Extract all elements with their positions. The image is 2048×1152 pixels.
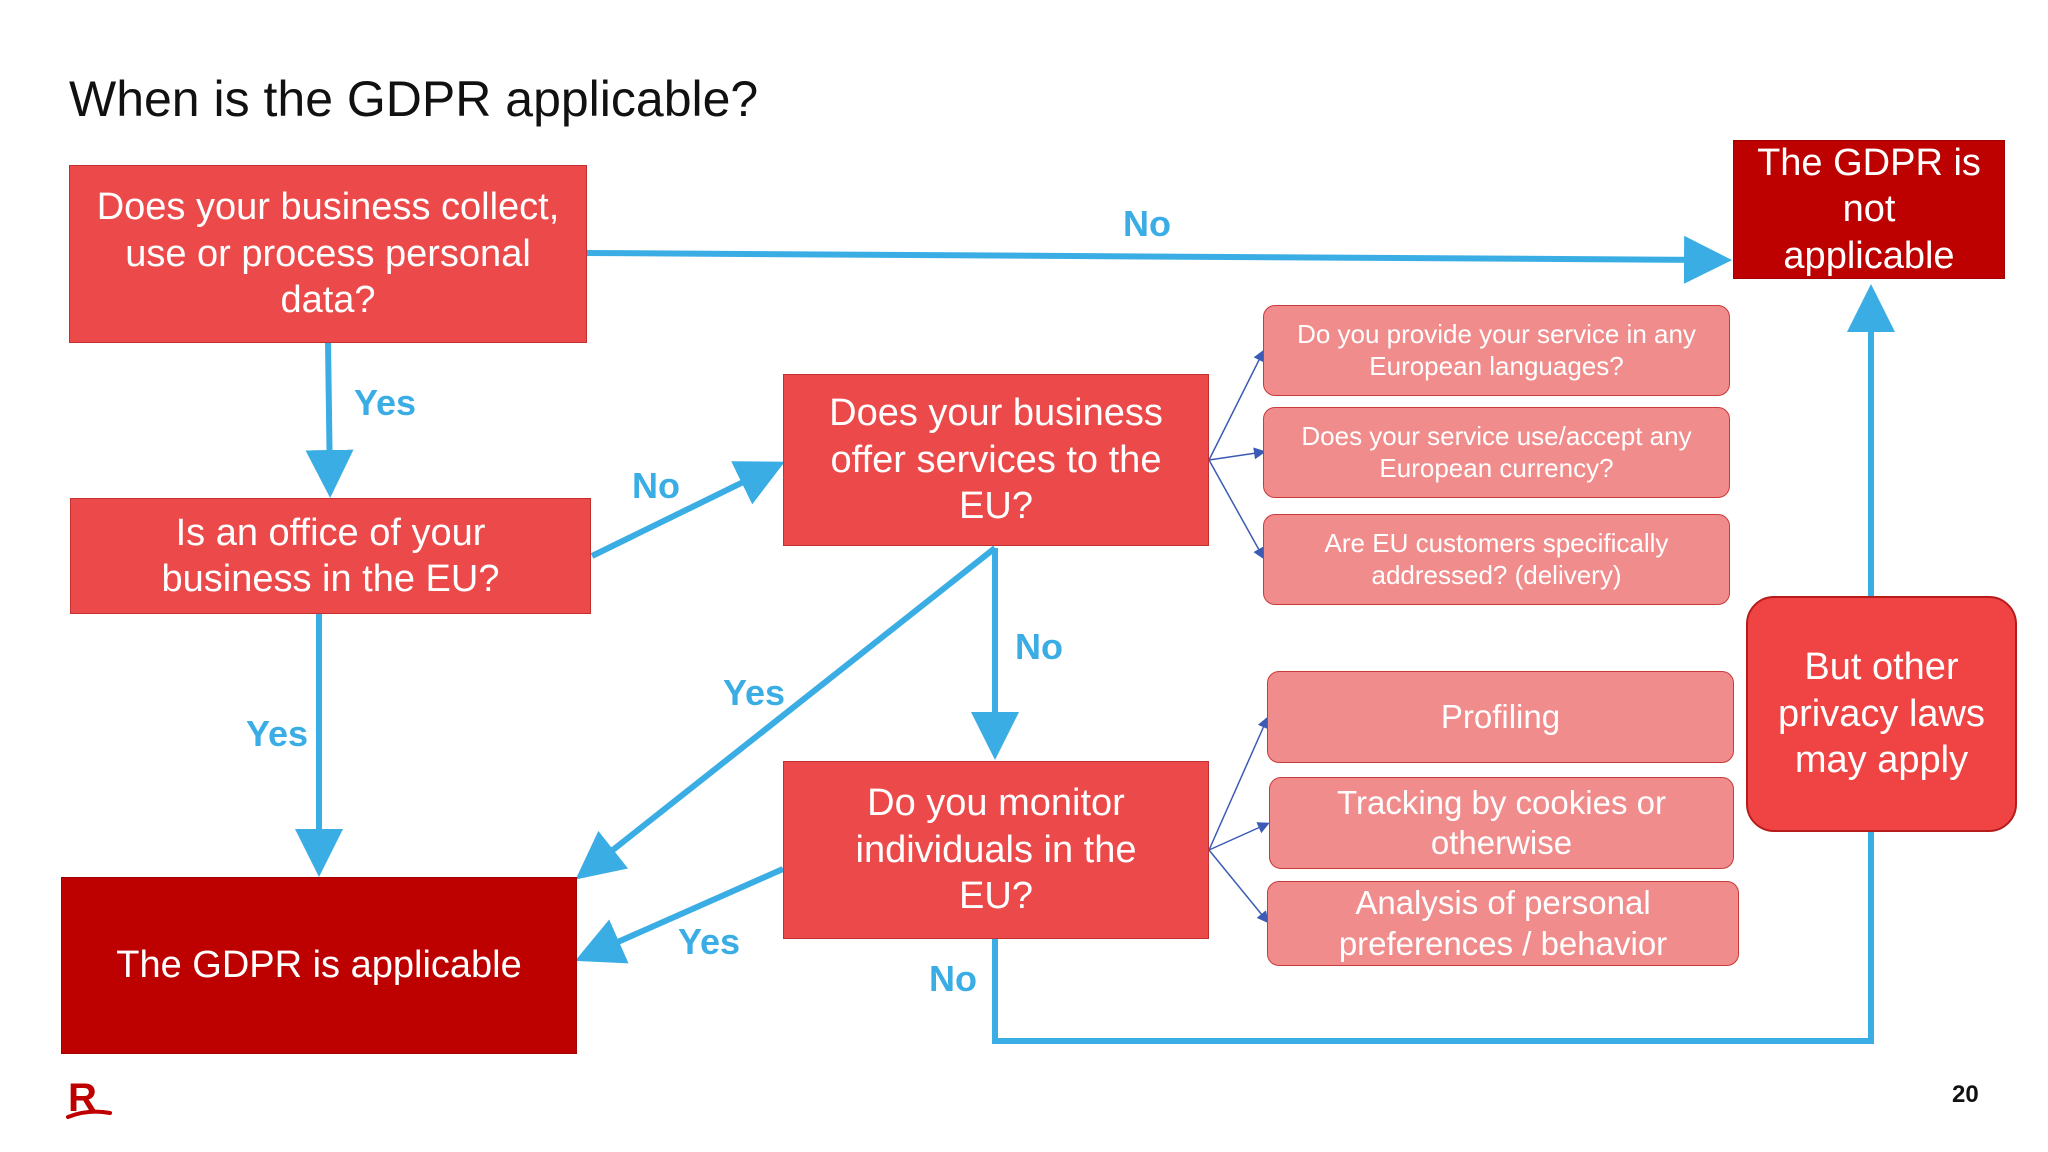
edge-label-offer-no: No xyxy=(1015,626,1063,667)
result-gdpr-not-applicable-text: The GDPR is not applicable xyxy=(1757,141,1981,277)
connector-monitor-criterion-1 xyxy=(1208,716,1269,851)
offer-criterion-currency: Does your service use/accept any Europea… xyxy=(1263,407,1730,498)
question-offer-services-text: Does your business offer services to the… xyxy=(829,392,1163,528)
edge-label-monitor-yes: Yes xyxy=(678,921,741,962)
connector-offer-criterion-1 xyxy=(1208,349,1265,461)
monitor-criterion-profiling-text: Profiling xyxy=(1440,697,1561,735)
monitor-criterion-tracking: Tracking by cookies or otherwise xyxy=(1269,777,1734,869)
arrow-offer-yes xyxy=(575,545,997,880)
monitor-criterion-profiling: Profiling xyxy=(1267,671,1734,763)
arrow-monitor-yes xyxy=(575,866,785,964)
edge-label-monitor-no: No xyxy=(929,958,977,999)
question-monitor-individuals: Do you monitor individuals in the EU? xyxy=(783,761,1209,939)
question-collect-data: Does your business collect, use or proce… xyxy=(69,165,587,343)
result-gdpr-applicable: The GDPR is applicable xyxy=(61,877,577,1054)
result-gdpr-applicable-text: The GDPR is applicable xyxy=(116,944,522,987)
offer-criterion-customers-text: Are EU customers specifically addressed?… xyxy=(1324,527,1669,590)
monitor-criterion-analysis-text: Analysis of personal preferences / behav… xyxy=(1338,884,1668,962)
arrow-office-no xyxy=(590,461,785,559)
offer-criterion-customers: Are EU customers specifically addressed?… xyxy=(1263,514,1730,605)
question-collect-data-text: Does your business collect, use or proce… xyxy=(96,186,560,322)
question-office-in-eu-text: Is an office of your business in the EU? xyxy=(161,511,500,600)
monitor-criterion-analysis: Analysis of personal preferences / behav… xyxy=(1267,881,1739,966)
result-gdpr-not-applicable: The GDPR is not applicable xyxy=(1733,140,2005,279)
offer-criterion-languages: Do you provide your service in any Europ… xyxy=(1263,305,1730,396)
result-other-privacy-laws-text: But other privacy laws may apply xyxy=(1778,646,1985,782)
monitor-criterion-tracking-text: Tracking by cookies or otherwise xyxy=(1337,783,1666,861)
company-logo: R xyxy=(66,1076,112,1120)
connector-offer-criterion-3 xyxy=(1208,459,1265,560)
edge-label-collect-no: No xyxy=(1123,203,1171,244)
edge-label-collect-yes: Yes xyxy=(354,382,417,423)
connector-monitor-criterion-3 xyxy=(1208,849,1269,924)
question-monitor-individuals-text: Do you monitor individuals in the EU? xyxy=(855,782,1137,918)
result-other-privacy-laws: But other privacy laws may apply xyxy=(1746,596,2017,832)
offer-criterion-languages-text: Do you provide your service in any Europ… xyxy=(1297,318,1696,381)
offer-criterion-currency-text: Does your service use/accept any Europea… xyxy=(1301,420,1692,483)
question-office-in-eu: Is an office of your business in the EU? xyxy=(70,498,591,614)
question-offer-services: Does your business offer services to the… xyxy=(783,374,1209,546)
arrow-collect-yes xyxy=(305,341,354,498)
arrow-collect-no xyxy=(585,235,1732,284)
slide-title: When is the GDPR applicable? xyxy=(69,71,759,127)
connector-offer-criterion-2 xyxy=(1208,447,1266,461)
connector-monitor-criterion-2 xyxy=(1208,822,1270,851)
page-number: 20 xyxy=(1952,1081,1979,1108)
edge-label-office-yes: Yes xyxy=(246,713,309,754)
edge-label-office-no: No xyxy=(632,465,680,506)
edge-label-offer-yes: Yes xyxy=(723,672,786,713)
